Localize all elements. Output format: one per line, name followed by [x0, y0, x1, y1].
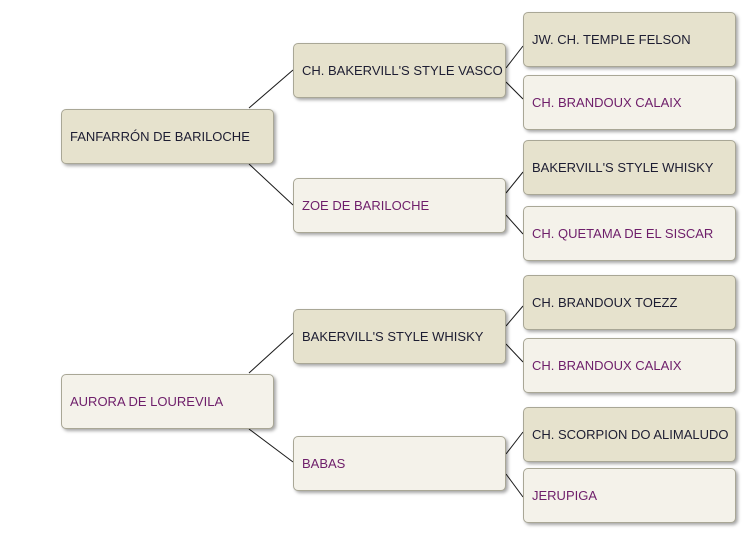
sire-sire-name: CH. BRANDOUX TOEZZ — [532, 295, 678, 310]
sire-dam-node[interactable]: CH. BRANDOUX CALAIX — [523, 338, 736, 393]
dam-sire-node[interactable]: BAKERVILL'S STYLE WHISKY — [523, 140, 736, 195]
connector-line — [505, 45, 524, 69]
dam-dam-node[interactable]: JERUPIGA — [523, 468, 736, 523]
sire-dam-name: CH. BRANDOUX CALAIX — [532, 358, 682, 373]
sire-name: CH. BAKERVILL'S STYLE VASCO — [302, 63, 503, 78]
connector-line — [505, 473, 524, 498]
dam-sire-name: BAKERVILL'S STYLE WHISKY — [532, 160, 714, 175]
dam-dam-name: JERUPIGA — [532, 488, 598, 503]
dam-node[interactable]: ZOE DE BARILOCHE — [293, 178, 506, 233]
sire-node[interactable]: BAKERVILL'S STYLE WHISKY — [293, 309, 506, 364]
connector-line — [248, 428, 294, 463]
dam-node[interactable]: BABAS — [293, 436, 506, 491]
connector-line — [505, 343, 524, 363]
dam-sire-name: CH. SCORPION DO ALIMALUDO — [532, 427, 729, 442]
sire-node[interactable]: CH. BAKERVILL'S STYLE VASCO — [293, 43, 506, 98]
connector-line — [248, 163, 294, 206]
dam-name: BABAS — [302, 456, 346, 471]
connector-line — [248, 69, 294, 109]
dam-dam-name: CH. QUETAMA DE EL SISCAR — [532, 226, 714, 241]
connector-line — [248, 332, 294, 374]
connector-line — [505, 81, 524, 100]
dam-dam-node[interactable]: CH. QUETAMA DE EL SISCAR — [523, 206, 736, 261]
subject-name: AURORA DE LOUREVILA — [70, 394, 224, 409]
sire-sire-name: JW. CH. TEMPLE FELSON — [532, 32, 691, 47]
dam-name: ZOE DE BARILOCHE — [302, 198, 430, 213]
connector-line — [505, 431, 524, 455]
sire-name: BAKERVILL'S STYLE WHISKY — [302, 329, 484, 344]
connector-line — [505, 171, 524, 194]
connector-line — [505, 305, 524, 327]
subject-name: FANFARRÓN DE BARILOCHE — [70, 129, 250, 144]
connector-line — [505, 214, 524, 235]
sire-dam-node[interactable]: CH. BRANDOUX CALAIX — [523, 75, 736, 130]
dam-sire-node[interactable]: CH. SCORPION DO ALIMALUDO — [523, 407, 736, 462]
sire-sire-node[interactable]: CH. BRANDOUX TOEZZ — [523, 275, 736, 330]
subject-node[interactable]: FANFARRÓN DE BARILOCHE — [61, 109, 274, 164]
sire-dam-name: CH. BRANDOUX CALAIX — [532, 95, 682, 110]
sire-sire-node[interactable]: JW. CH. TEMPLE FELSON — [523, 12, 736, 67]
subject-node[interactable]: AURORA DE LOUREVILA — [61, 374, 274, 429]
